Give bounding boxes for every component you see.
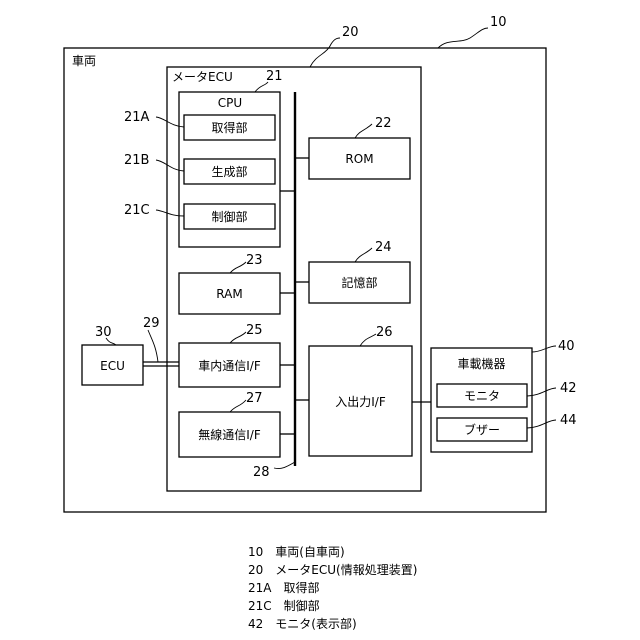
- leader-vehicle: [438, 28, 488, 48]
- ram-label: RAM: [216, 287, 242, 301]
- legend: 10 車両(自車両) 20 メータECU(情報処理装置) 21A 取得部 21C…: [248, 545, 417, 631]
- legend-line: 21A 取得部: [248, 580, 319, 595]
- vehicle-label: 車両: [72, 54, 96, 68]
- legend-line: 10 車両(自車両): [248, 545, 345, 559]
- cpu-label: CPU: [218, 96, 242, 110]
- ref-ram: 23: [246, 253, 263, 268]
- acquire-label: 取得部: [211, 120, 247, 135]
- ref-control: 21C: [124, 203, 150, 218]
- legend-line: 21C 制御部: [248, 598, 320, 613]
- ref-rom: 22: [375, 116, 392, 131]
- ref-ecu: 30: [95, 325, 112, 340]
- generate-label: 生成部: [211, 164, 247, 179]
- legend-line: 20 メータECU(情報処理装置): [248, 563, 417, 577]
- ref-io-if: 26: [376, 325, 393, 340]
- buzzer-label: ブザー: [464, 422, 500, 437]
- ref-cpu: 21: [266, 69, 283, 84]
- ref-monitor: 42: [560, 381, 577, 396]
- ref-wireless-if: 27: [246, 391, 263, 406]
- ref-external-bus: 29: [143, 316, 160, 331]
- storage-label: 記憶部: [341, 275, 377, 290]
- in-vehicle-if-label: 車内通信I/F: [198, 359, 261, 373]
- ref-bus: 28: [253, 465, 270, 480]
- rom-label: ROM: [345, 152, 373, 166]
- ref-acquire: 21A: [124, 110, 150, 125]
- ref-meter-ecu: 20: [342, 25, 359, 40]
- onboard-devices-label: 車載機器: [457, 356, 505, 371]
- ecu-label: ECU: [100, 359, 125, 373]
- monitor-label: モニタ: [464, 389, 500, 403]
- control-label: 制御部: [211, 209, 247, 224]
- ref-in-vehicle-if: 25: [246, 323, 263, 338]
- ref-vehicle: 10: [490, 15, 507, 30]
- wireless-if-label: 無線通信I/F: [198, 427, 261, 442]
- meter-ecu-label: メータECU: [172, 70, 233, 84]
- ref-generate: 21B: [124, 153, 149, 168]
- ref-buzzer: 44: [560, 413, 577, 428]
- ref-storage: 24: [375, 240, 392, 255]
- legend-line: 42 モニタ(表示部): [248, 616, 357, 631]
- io-if-label: 入出力I/F: [335, 395, 386, 409]
- ref-onboard: 40: [558, 339, 575, 354]
